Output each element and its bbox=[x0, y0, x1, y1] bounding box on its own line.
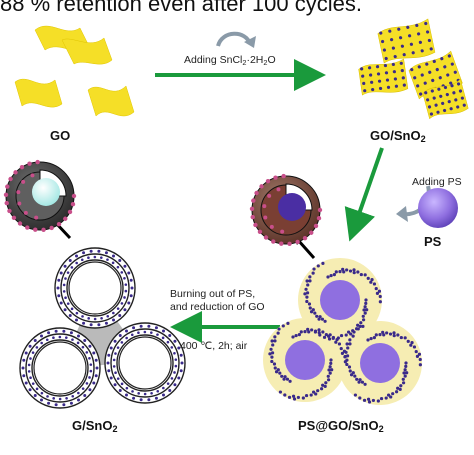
label-g-sno2: G/SnO2 bbox=[72, 418, 118, 434]
step-burning-line1: Burning out of PS, bbox=[170, 288, 256, 300]
label-go-sno2: GO/SnO2 bbox=[370, 128, 426, 144]
step-burning-line2: and reduction of GO bbox=[170, 301, 265, 313]
label-ps-go-sno2: PS@GO/SnO2 bbox=[298, 418, 384, 434]
curved-arrowhead-top bbox=[244, 36, 256, 48]
label-ps: PS bbox=[424, 234, 442, 249]
step-adding-ps: Adding PS bbox=[412, 176, 462, 188]
go-sno2-sheets bbox=[358, 18, 469, 120]
curved-arrowhead-ps bbox=[396, 206, 408, 222]
ps-core-sphere-cutaway bbox=[249, 173, 323, 247]
curved-arrow-top bbox=[216, 31, 252, 47]
ps-sphere bbox=[418, 188, 458, 228]
g-sno2-rings bbox=[19, 247, 186, 409]
step-adding-sncl2: Adding SnCl2·2H2O bbox=[184, 54, 276, 67]
label-go: GO bbox=[50, 128, 71, 143]
ps-go-sno2-cluster bbox=[263, 258, 422, 405]
step-conditions: 400 ℃, 2h; air bbox=[180, 340, 248, 352]
arrow-go-sno2-to-ps-go-sno2 bbox=[344, 147, 384, 242]
go-sheets bbox=[14, 25, 135, 117]
arrow-to-cutaway-right bbox=[296, 239, 316, 259]
hollow-sphere-cutaway bbox=[3, 159, 77, 233]
caption-text: 88 % retention even after 100 cycles. bbox=[0, 0, 362, 16]
